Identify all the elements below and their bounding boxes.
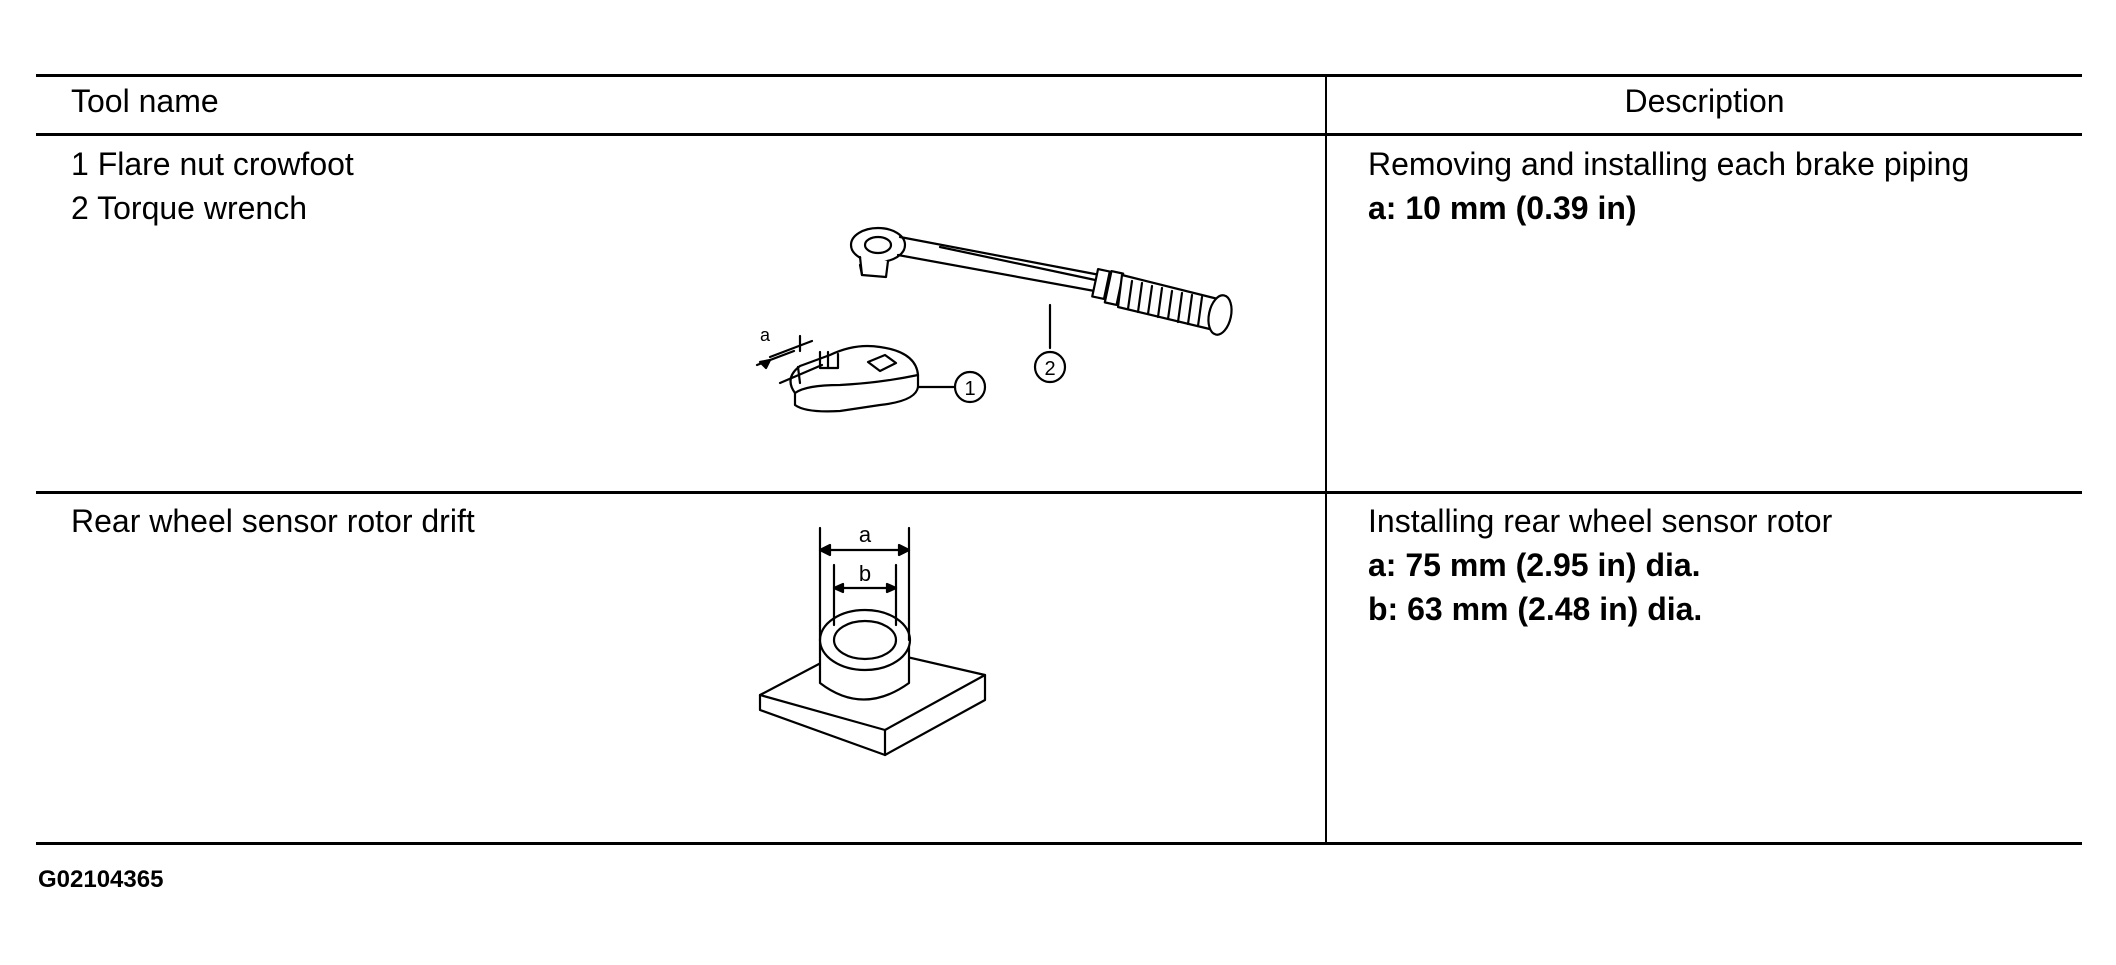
- callout-2-label: 2: [1044, 358, 1055, 380]
- column-divider: [1325, 74, 1327, 844]
- sensor-rotor-drift-illustration: a b: [758, 522, 987, 757]
- table-top-rule: [36, 74, 2082, 77]
- drift-dim-a-label: a: [859, 522, 872, 547]
- header-tool-name: Tool name: [71, 83, 219, 119]
- row1-description: Removing and installing each brake pipin…: [1368, 146, 1970, 182]
- figure-code: G02104365: [38, 866, 164, 893]
- crowfoot-dim-a-label: a: [760, 325, 771, 345]
- callout-1-label: 1: [964, 378, 975, 400]
- table-bottom-rule: [36, 842, 2082, 845]
- crowfoot-torque-wrench-illustration: a 2 1: [755, 226, 1233, 413]
- row1-tool-line-1: 1 Flare nut crowfoot: [71, 146, 354, 182]
- row2-spec-b: b: 63 mm (2.48 in) dia.: [1368, 591, 1703, 627]
- header-description: Description: [1624, 83, 1785, 119]
- row1-tool-line-2: 2 Torque wrench: [71, 190, 307, 226]
- header-bottom-rule: [36, 133, 2082, 136]
- row-divider: [36, 491, 2082, 494]
- row2-spec-a: a: 75 mm (2.95 in) dia.: [1368, 547, 1701, 583]
- drift-dim-b-label: b: [859, 561, 871, 586]
- row2-tool-line-1: Rear wheel sensor rotor drift: [71, 503, 475, 539]
- row1-spec-a: a: 10 mm (0.39 in): [1368, 190, 1637, 226]
- row2-description: Installing rear wheel sensor rotor: [1368, 503, 1833, 539]
